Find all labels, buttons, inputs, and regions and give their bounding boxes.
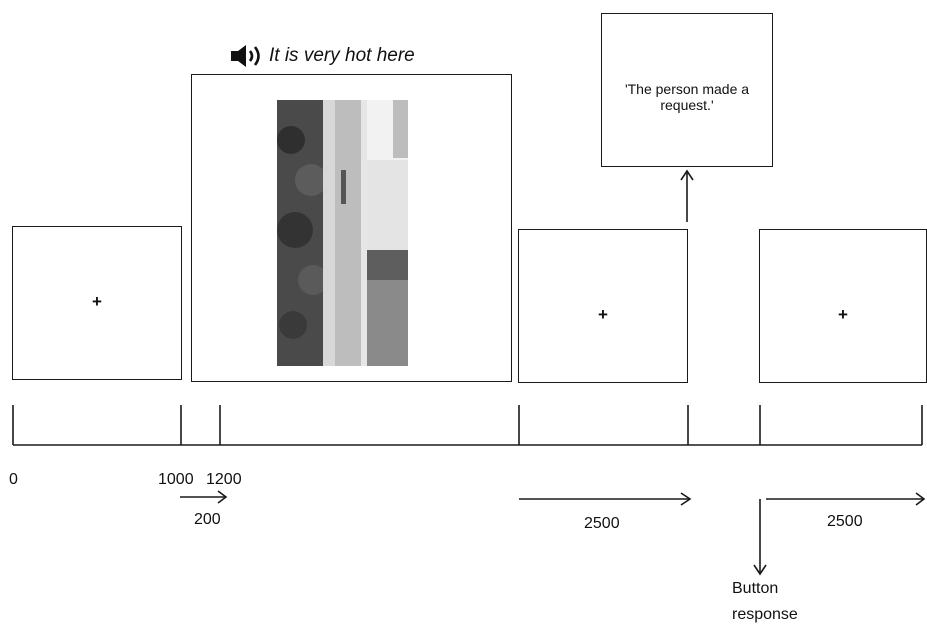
fixation-cross: + [838,305,848,324]
fixation-cross: + [598,305,608,324]
question-text: 'The person made a request.' [624,81,750,114]
button-response-label-line2: response [732,606,798,623]
duration-label-2500-a: 2500 [584,515,620,532]
audio-utterance: It is very hot here [269,45,415,66]
fixation-screen-1: + [12,226,182,380]
picture-screen [191,74,512,382]
duration-label-2500-b: 2500 [827,513,863,530]
button-response-label-line1: Button [732,580,779,597]
tick-label-1200: 1200 [206,471,242,488]
question-screen: 'The person made a request.' [601,13,773,167]
door-photo [277,100,408,366]
duration-arrow-200 [180,490,228,504]
tick-label-0: 0 [9,471,18,488]
duration-arrow-2500-a [519,492,692,506]
duration-arrow-2500-b [766,492,926,506]
question-arrow [680,169,694,222]
speaker-icon [231,45,260,67]
fixation-cross: + [92,292,102,311]
fixation-screen-3: + [759,229,927,383]
fixation-screen-2: + [518,229,688,383]
button-response-arrow [753,499,767,576]
tick-label-1000: 1000 [158,471,194,488]
duration-label-200: 200 [194,511,221,528]
